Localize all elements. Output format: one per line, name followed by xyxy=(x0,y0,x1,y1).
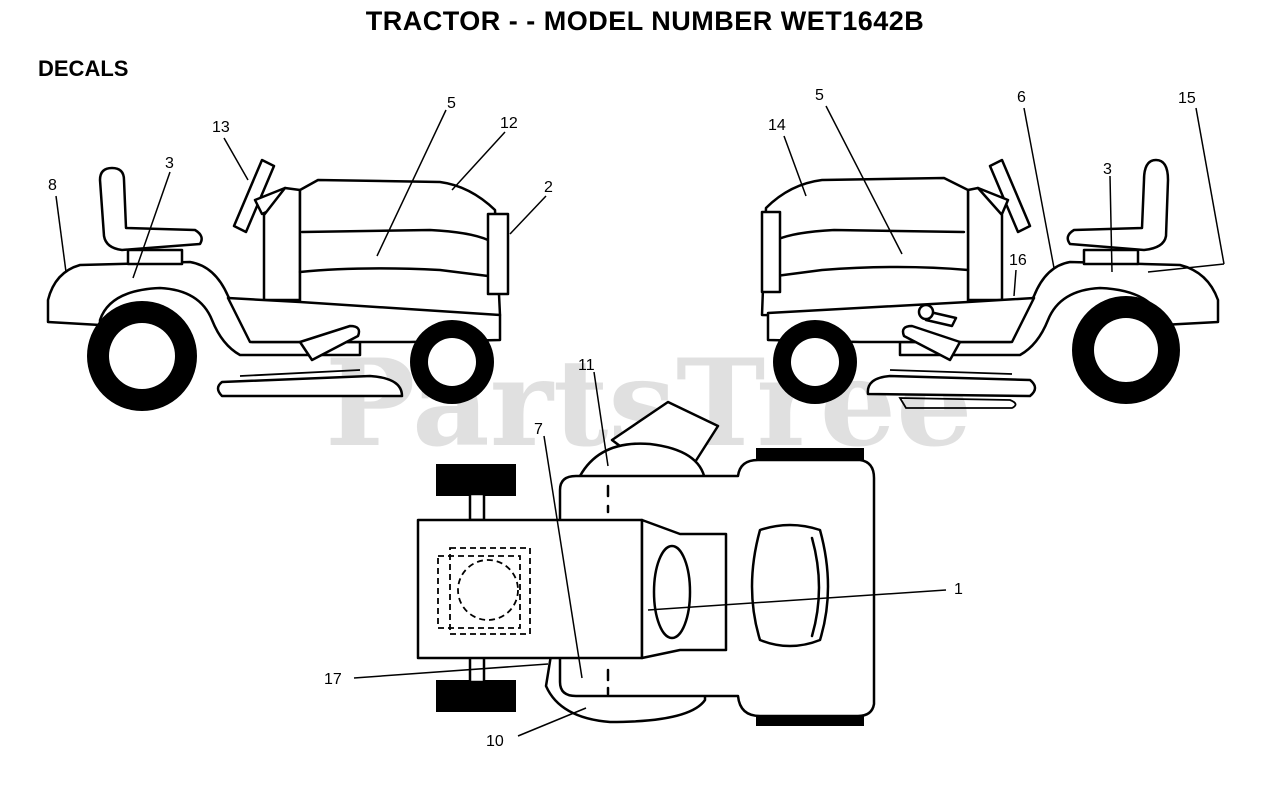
right-lever-knob xyxy=(917,303,935,321)
right-deck-skirt xyxy=(898,397,1017,409)
callout-top-10: 10 xyxy=(486,733,504,750)
callout-leaders xyxy=(55,105,1225,737)
right-mower-deck xyxy=(866,374,1037,398)
top-engine-air-filter xyxy=(457,559,519,621)
callout-left-5: 5 xyxy=(447,95,456,112)
left-seat xyxy=(98,166,203,252)
left-hood-line xyxy=(300,228,490,242)
leader-right-15 xyxy=(1195,107,1225,265)
callout-left-8: 8 xyxy=(48,177,57,194)
right-steering-wheel xyxy=(988,158,1032,234)
callout-right-14: 14 xyxy=(768,117,786,134)
callout-right-16: 16 xyxy=(1009,252,1027,269)
left-pedal xyxy=(298,324,361,362)
top-front-left-tire xyxy=(436,464,516,496)
right-deck-line xyxy=(889,369,1013,375)
callout-left-13: 13 xyxy=(212,119,230,136)
leader-right-16 xyxy=(1013,269,1017,297)
tractor-top-view xyxy=(416,400,876,726)
right-seat xyxy=(1066,158,1170,252)
leader-right-14 xyxy=(783,135,807,197)
callout-left-2: 2 xyxy=(544,179,553,196)
top-seat xyxy=(750,523,830,648)
leader-top-1 xyxy=(647,589,947,611)
right-grille xyxy=(760,210,782,294)
top-front-axle-left xyxy=(468,492,486,522)
leader-left-2 xyxy=(509,195,547,235)
right-front-wheel-hub xyxy=(791,338,839,386)
left-seat-base xyxy=(126,248,184,266)
left-hood xyxy=(298,178,502,320)
top-seat-back xyxy=(810,536,821,638)
leader-top-7 xyxy=(543,435,583,679)
tractor-left-side-view xyxy=(46,158,510,411)
leader-left-3 xyxy=(132,171,171,279)
left-mower-deck xyxy=(216,374,404,398)
callout-left-12: 12 xyxy=(500,115,518,132)
leader-left-8 xyxy=(55,195,67,273)
right-hood-lower-line xyxy=(774,265,970,278)
callout-right-6: 6 xyxy=(1017,89,1026,106)
top-engine-outline-inner xyxy=(437,555,521,629)
leader-top-10 xyxy=(517,707,587,737)
left-hood-lower-line xyxy=(298,267,490,278)
leader-right-5 xyxy=(825,105,903,255)
callout-numbers: 8 3 13 5 12 2 14 5 6 15 3 16 11 7 1 17 1… xyxy=(48,87,1196,750)
callout-right-15: 15 xyxy=(1178,90,1196,107)
left-rear-fender xyxy=(46,260,362,357)
page-title: TRACTOR - - MODEL NUMBER WET1642B xyxy=(365,6,925,36)
section-label: DECALS xyxy=(38,56,129,81)
tractor-right-side-view xyxy=(760,158,1220,409)
leader-top-11 xyxy=(593,371,609,467)
left-deck-line xyxy=(239,369,361,377)
left-front-wheel-hub xyxy=(428,338,476,386)
top-engine-outline xyxy=(449,547,531,635)
callout-right-5: 5 xyxy=(815,87,824,104)
right-rear-fender xyxy=(898,260,1220,357)
callout-top-11: 11 xyxy=(578,357,595,374)
leader-top-17 xyxy=(353,663,549,679)
callout-left-3: 3 xyxy=(165,155,174,172)
leader-right-3 xyxy=(1109,175,1113,273)
top-steering-wheel xyxy=(652,544,692,640)
leader-left-5 xyxy=(376,109,447,257)
right-rear-wheel-hub xyxy=(1094,318,1158,382)
left-grille xyxy=(486,212,510,296)
right-pedal xyxy=(901,324,962,362)
callout-top-1: 1 xyxy=(954,581,963,598)
leader-right-6 xyxy=(1023,107,1055,269)
leader-left-13 xyxy=(223,137,249,181)
left-rear-wheel-hub xyxy=(109,323,175,389)
right-hood xyxy=(760,176,970,320)
left-steering-wheel xyxy=(232,158,276,234)
top-front-right-tire xyxy=(436,680,516,712)
callout-top-17: 17 xyxy=(324,671,342,688)
callout-top-7: 7 xyxy=(534,421,543,438)
leader-right-15-b xyxy=(1147,263,1225,273)
leader-left-12 xyxy=(451,131,506,191)
callout-right-3: 3 xyxy=(1103,161,1112,178)
